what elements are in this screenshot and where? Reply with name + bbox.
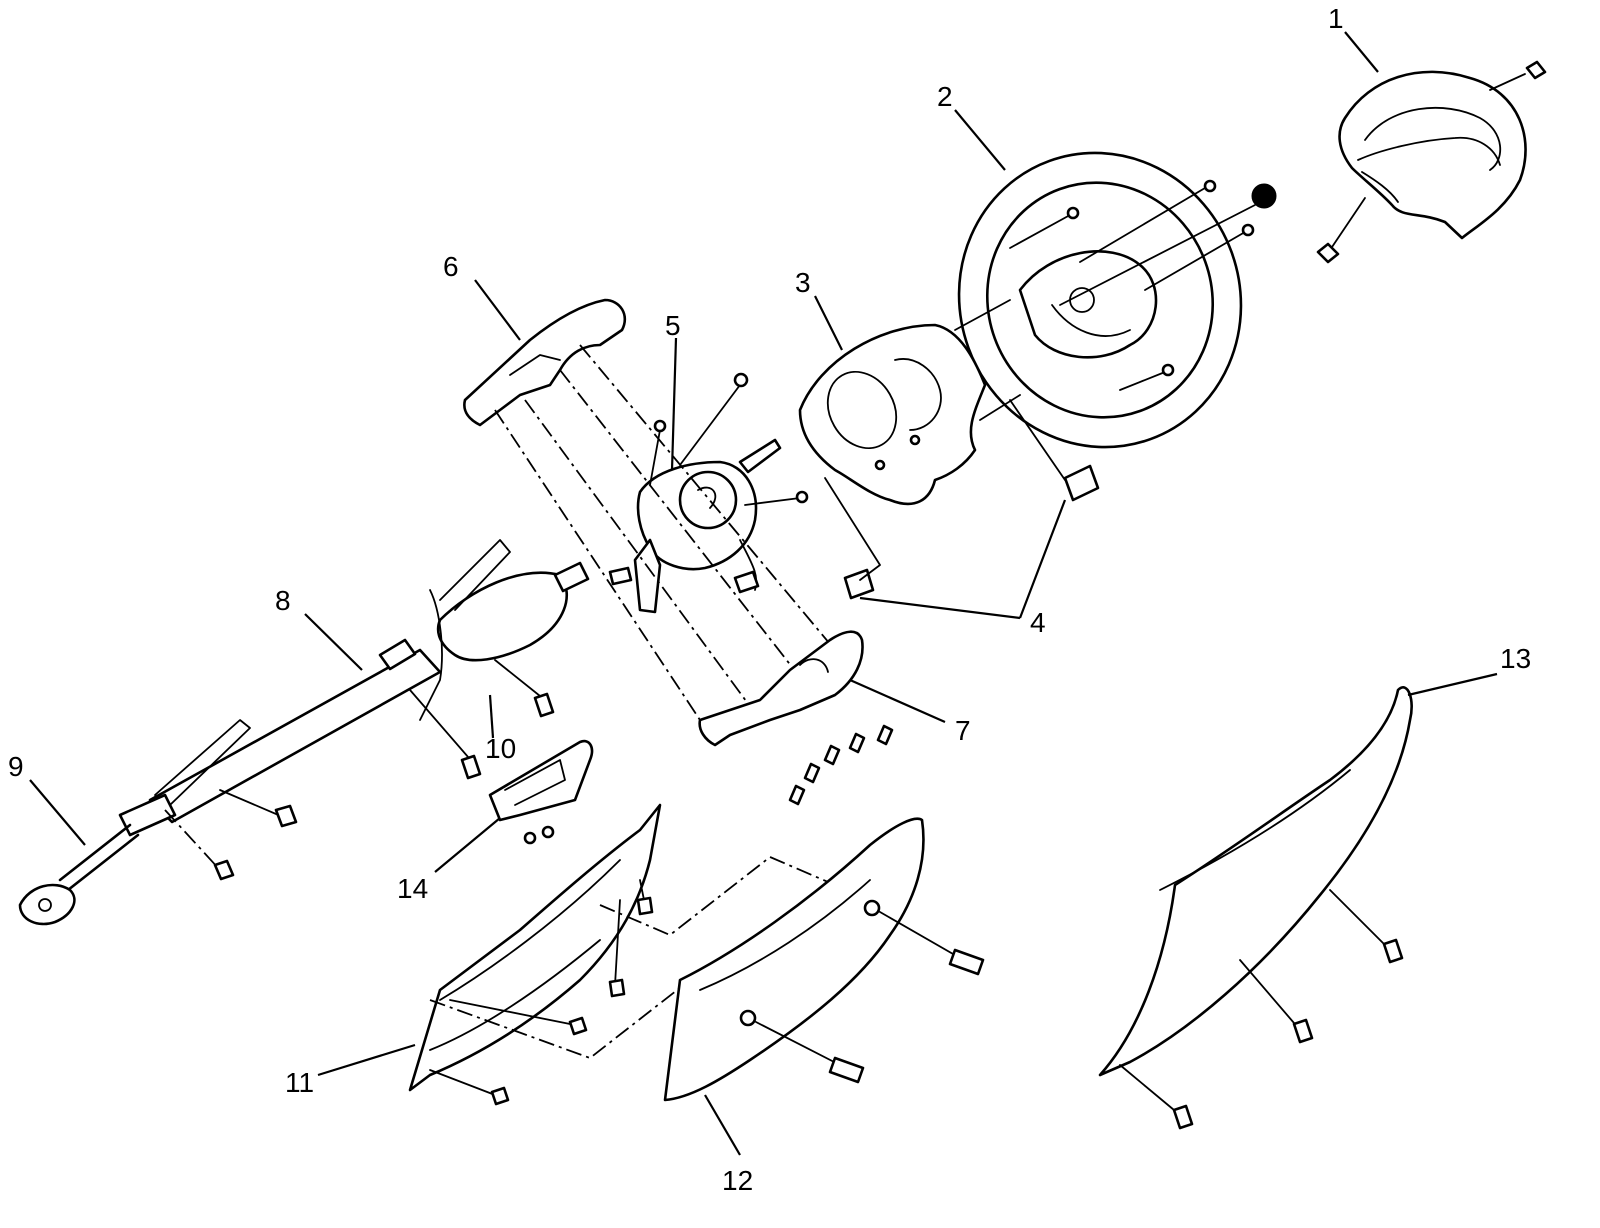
callout-labels: 1 2 3 4 5 6 7 8 9 10 11 12 13 14: [8, 3, 1531, 1196]
combination-switch-icon: [608, 372, 809, 614]
under-cover-icon: [1098, 686, 1413, 1130]
mounting-bracket-icon: [488, 739, 594, 845]
intermediate-shaft-icon: [18, 793, 235, 926]
callout-7: 7: [955, 715, 971, 746]
callout-1: 1: [1328, 3, 1344, 34]
screw-icon: [788, 724, 894, 806]
callout-12: 12: [722, 1165, 753, 1196]
callout-9: 9: [8, 751, 24, 782]
steering-column-icon: [148, 539, 590, 828]
bracket-clip-icon: [824, 399, 1100, 600]
alignment-lines-icon: [494, 344, 836, 721]
steering-wheel-icon: [957, 151, 1277, 449]
callout-11: 11: [285, 1067, 314, 1098]
callout-4: 4: [1030, 607, 1046, 638]
lower-column-cover-icon: [698, 630, 894, 806]
callout-5: 5: [665, 310, 681, 341]
callout-3: 3: [795, 267, 811, 298]
upper-column-cover-icon: [463, 298, 627, 427]
leader-lines: [29, 31, 1498, 1156]
callout-6: 6: [443, 251, 459, 282]
callout-8: 8: [275, 585, 291, 616]
callout-14: 14: [397, 873, 428, 904]
callout-13: 13: [1500, 643, 1531, 674]
knee-panel-icon: [663, 817, 985, 1102]
callout-2: 2: [937, 81, 953, 112]
wheel-rear-cover-icon: [798, 299, 1021, 506]
lower-panel-reinforcement-icon: [408, 803, 836, 1106]
airbag-module-icon: [1316, 60, 1547, 264]
callout-10: 10: [485, 733, 516, 764]
